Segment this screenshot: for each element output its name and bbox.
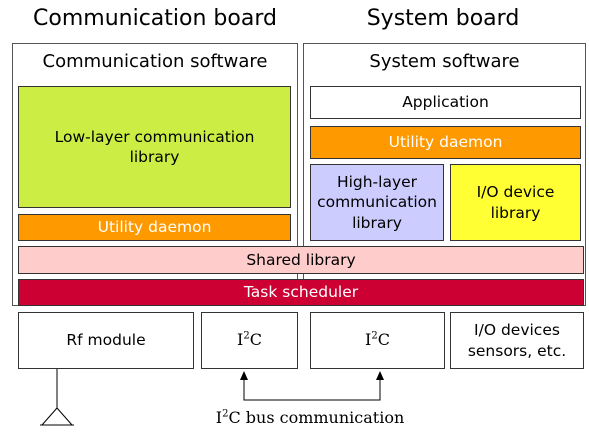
shared-library-label: Shared library bbox=[246, 250, 356, 269]
arrowhead-right bbox=[376, 371, 384, 380]
communication-software-title: Communication software bbox=[42, 51, 268, 72]
shared-library-bar: Shared library bbox=[18, 246, 584, 274]
i2c-bus-arrow bbox=[243, 378, 381, 401]
high-layer-line-1: High-layer bbox=[336, 173, 418, 192]
sys-utility-daemon: Utility daemon bbox=[310, 126, 581, 159]
io-device-line-1: I/O device bbox=[476, 183, 555, 202]
high-layer-line-3: library bbox=[352, 213, 402, 232]
high-layer-line-2: communication bbox=[317, 193, 437, 212]
comm-utility-daemon-label: Utility daemon bbox=[97, 218, 212, 237]
task-scheduler-bar: Task scheduler bbox=[18, 279, 584, 306]
application-label: Application bbox=[402, 93, 489, 112]
arrowhead-left bbox=[240, 371, 248, 380]
sys-i2c-label: I2C bbox=[365, 330, 390, 350]
task-scheduler-label: Task scheduler bbox=[243, 283, 359, 302]
sys-i2c-box: I2C bbox=[310, 312, 445, 369]
low-layer-communication-library: Low-layer communication library bbox=[18, 86, 291, 208]
system-board-title: System board bbox=[366, 6, 520, 31]
low-layer-line-1: Low-layer communication bbox=[54, 127, 255, 146]
comm-utility-daemon: Utility daemon bbox=[18, 214, 291, 241]
io-devices-line-2: sensors, etc. bbox=[467, 341, 567, 360]
io-devices-line-1: I/O devices bbox=[474, 321, 560, 340]
io-device-library: I/O device library bbox=[450, 164, 581, 241]
communication-board-title: Communication board bbox=[33, 6, 277, 31]
comm-i2c-box: I2C bbox=[201, 312, 298, 369]
application-box: Application bbox=[310, 86, 581, 119]
comm-i2c-label: I2C bbox=[237, 330, 262, 350]
rf-module-box: Rf module bbox=[18, 312, 194, 369]
system-software-title: System software bbox=[369, 51, 520, 72]
low-layer-line-2: library bbox=[129, 148, 180, 166]
io-device-line-2: library bbox=[490, 203, 541, 222]
antenna-icon bbox=[40, 369, 74, 426]
i2c-bus-communication-label: I2C bus communication bbox=[215, 408, 405, 427]
sys-utility-daemon-label: Utility daemon bbox=[388, 133, 503, 152]
rf-module-label: Rf module bbox=[66, 331, 146, 350]
io-devices-box: I/O devices sensors, etc. bbox=[450, 312, 584, 369]
high-layer-communication-library: High-layer communication library bbox=[310, 164, 444, 241]
